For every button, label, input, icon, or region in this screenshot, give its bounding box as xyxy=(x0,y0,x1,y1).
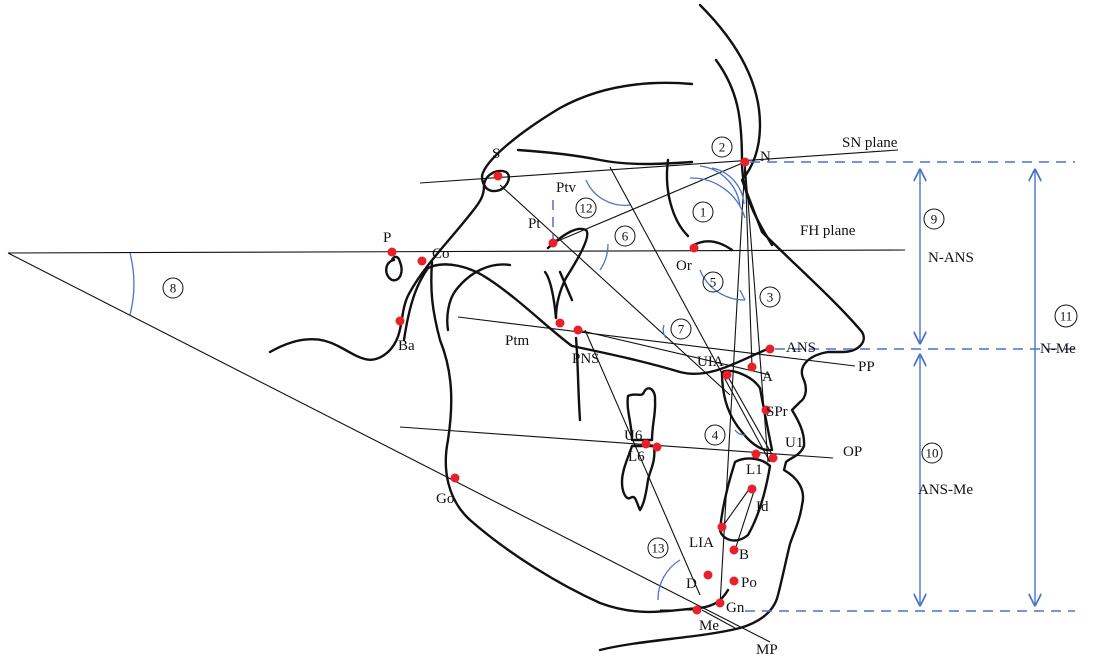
teeth-outline xyxy=(620,369,774,542)
svg-text:2: 2 xyxy=(719,140,726,155)
landmark-or xyxy=(689,243,699,253)
angle-marker-6: 6 xyxy=(614,225,636,247)
landmark-n xyxy=(740,157,750,167)
svg-text:5: 5 xyxy=(710,275,717,290)
label-or: Or xyxy=(676,258,692,274)
label-spr: SPr xyxy=(766,404,788,420)
label-ptv: Ptv xyxy=(556,180,577,196)
landmark-l6 xyxy=(652,442,662,452)
landmark-s xyxy=(493,171,503,181)
angle-marker-13: 13 xyxy=(647,537,669,559)
landmark-spr xyxy=(761,405,771,415)
svg-text:7: 7 xyxy=(678,322,685,337)
label-uia: UIA xyxy=(697,354,724,370)
landmark-pt xyxy=(548,238,558,248)
landmark-ans xyxy=(765,344,775,354)
label-u1: U1 xyxy=(785,435,803,451)
landmark-u6 xyxy=(641,439,651,449)
landmark-labels: S N P Co Or Pt Ptv Ba Ptm PNS ANS A UIA … xyxy=(383,146,816,634)
label-n: N xyxy=(760,149,771,165)
label-me: Me xyxy=(699,618,719,634)
label-mp: MP xyxy=(756,642,778,656)
label-pt: Pt xyxy=(528,216,541,232)
label-op: OP xyxy=(843,444,862,460)
svg-text:6: 6 xyxy=(622,229,629,244)
label-d: D xyxy=(686,576,697,592)
landmark-points xyxy=(387,157,778,615)
angle-marker-4: 4 xyxy=(704,424,726,446)
label-gn: Gn xyxy=(726,600,745,616)
label-b: B xyxy=(739,547,749,563)
landmark-gn xyxy=(715,598,725,608)
angle-marker-8: 8 xyxy=(162,277,184,299)
label-ans: ANS xyxy=(786,340,816,356)
svg-text:3: 3 xyxy=(767,290,774,305)
label-co: Co xyxy=(432,246,450,262)
landmark-po xyxy=(729,576,739,586)
label-l1: L1 xyxy=(746,462,763,478)
landmark-d xyxy=(703,570,713,580)
label-s: S xyxy=(492,146,500,162)
skull-outline xyxy=(268,3,865,652)
landmark-p xyxy=(387,247,397,257)
label-ba: Ba xyxy=(398,338,415,354)
svg-text:4: 4 xyxy=(712,428,719,443)
label-n-ans: N-ANS xyxy=(928,250,974,266)
landmark-pns xyxy=(573,325,583,335)
angle-markers: 1 2 3 4 5 6 7 8 9 10 11 12 13 xyxy=(162,136,1078,559)
label-po: Po xyxy=(741,575,757,591)
landmark-lia xyxy=(717,522,727,532)
landmark-id xyxy=(747,484,757,494)
angle-arcs xyxy=(129,161,1075,612)
angle-marker-11: 11 xyxy=(1054,304,1078,328)
landmark-u1 xyxy=(768,453,778,463)
label-fh-plane: FH plane xyxy=(800,223,856,239)
label-ptm: Ptm xyxy=(505,333,530,349)
angle-marker-2: 2 xyxy=(711,136,733,158)
label-pp: PP xyxy=(858,359,875,375)
angle-marker-7: 7 xyxy=(670,318,692,340)
landmark-ba xyxy=(395,316,405,326)
angle-marker-1: 1 xyxy=(692,201,714,223)
svg-text:8: 8 xyxy=(170,281,177,296)
label-a: A xyxy=(762,369,773,385)
landmark-uia xyxy=(722,370,732,380)
svg-text:1: 1 xyxy=(700,205,707,220)
svg-text:13: 13 xyxy=(652,541,665,556)
landmark-l1 xyxy=(751,449,761,459)
angle-marker-10: 10 xyxy=(921,442,943,464)
label-pns: PNS xyxy=(572,351,600,367)
landmark-ptm xyxy=(555,318,565,328)
svg-text:12: 12 xyxy=(580,201,593,216)
label-p: P xyxy=(383,230,391,246)
angle-marker-12: 12 xyxy=(575,197,597,219)
measurement-labels: N-ANS ANS-Me N-Me xyxy=(918,250,1076,498)
svg-text:11: 11 xyxy=(1060,309,1073,324)
angle-marker-5: 5 xyxy=(702,271,724,293)
label-id: Id xyxy=(756,499,769,515)
svg-text:9: 9 xyxy=(931,212,938,227)
landmark-b xyxy=(729,545,739,555)
landmark-a xyxy=(747,362,757,372)
label-go: Go xyxy=(436,491,454,507)
label-n-me: N-Me xyxy=(1040,341,1076,357)
label-sn-plane: SN plane xyxy=(842,135,898,151)
landmark-me xyxy=(692,605,702,615)
angle-marker-9: 9 xyxy=(923,208,945,230)
reference-lines xyxy=(7,149,906,643)
angle-marker-3: 3 xyxy=(759,286,781,308)
label-u6: U6 xyxy=(624,428,643,444)
plane-labels: SN plane FH plane PP OP MP xyxy=(756,135,898,656)
label-ans-me: ANS-Me xyxy=(918,482,973,498)
svg-text:10: 10 xyxy=(926,446,939,461)
landmark-go xyxy=(450,473,460,483)
label-lia: LIA xyxy=(689,535,714,551)
label-l6: L6 xyxy=(628,449,645,465)
landmark-co xyxy=(417,256,427,266)
